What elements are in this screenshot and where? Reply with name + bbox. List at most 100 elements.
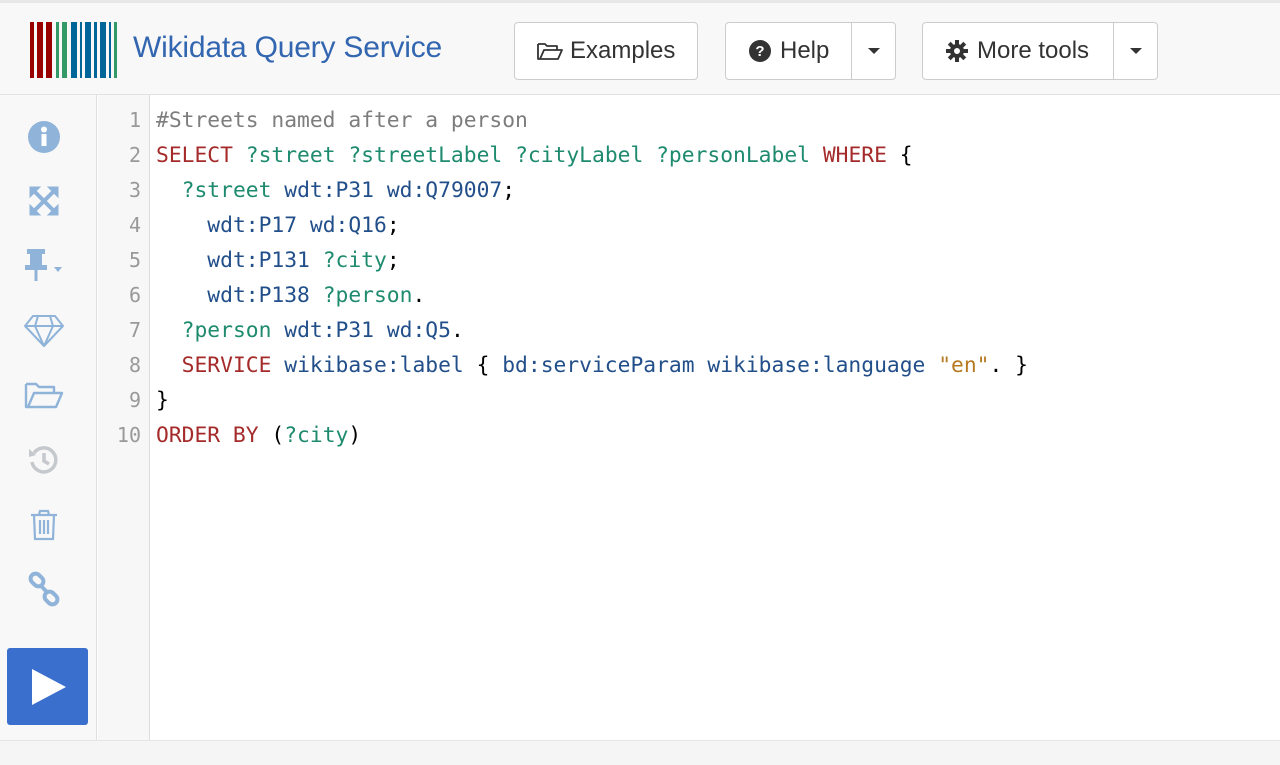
info-icon[interactable] bbox=[22, 117, 66, 157]
code-token: wd:Q79007 bbox=[386, 178, 503, 203]
code-token: ; bbox=[386, 213, 400, 238]
pin-icon[interactable] bbox=[22, 245, 66, 285]
app-title[interactable]: Wikidata Query Service bbox=[133, 31, 443, 64]
code-token: ?person bbox=[181, 318, 272, 343]
help-label: Help bbox=[780, 37, 830, 64]
help-button[interactable]: ? Help bbox=[725, 22, 852, 80]
caret-down-icon bbox=[867, 48, 880, 54]
link-icon[interactable] bbox=[22, 569, 66, 609]
code-token: wd:Q16 bbox=[309, 213, 387, 238]
line-number: 8 bbox=[128, 353, 141, 377]
code-token: . } bbox=[989, 353, 1028, 378]
code-line[interactable]: wdt:P138 ?person. bbox=[156, 278, 1028, 313]
help-dropdown-toggle[interactable] bbox=[851, 22, 896, 80]
code-token: ?city bbox=[322, 248, 387, 273]
wikidata-logo[interactable] bbox=[30, 22, 118, 78]
code-line[interactable]: wdt:P131 ?city; bbox=[156, 243, 1028, 278]
code-token: ?streetLabel bbox=[348, 143, 503, 168]
line-number: 10 bbox=[116, 423, 141, 447]
folder-open-icon bbox=[536, 40, 564, 62]
code-token bbox=[156, 353, 182, 378]
run-query-button[interactable] bbox=[7, 648, 88, 725]
folder-open-icon[interactable] bbox=[22, 375, 66, 415]
play-icon bbox=[31, 668, 66, 705]
line-number: 1 bbox=[128, 108, 141, 132]
line-number: 3 bbox=[128, 178, 141, 202]
code-token bbox=[310, 283, 323, 308]
examples-button[interactable]: Examples bbox=[514, 22, 698, 80]
code-token bbox=[336, 143, 349, 168]
code-token: SERVICE bbox=[181, 353, 272, 378]
code-token bbox=[156, 283, 207, 308]
code-token bbox=[643, 143, 656, 168]
code-token: ?street bbox=[245, 143, 336, 168]
code-token: ?city bbox=[284, 423, 349, 448]
editor-toolbar bbox=[0, 95, 97, 740]
code-token: bd:serviceParam bbox=[502, 353, 695, 378]
code-token: #Streets named after a person bbox=[156, 108, 528, 133]
code-token: ?person bbox=[322, 283, 413, 308]
code-token bbox=[310, 248, 323, 273]
line-number: 7 bbox=[128, 318, 141, 342]
code-token: wdt:P31 bbox=[284, 318, 375, 343]
examples-label: Examples bbox=[570, 37, 676, 64]
more-tools-dropdown-toggle[interactable] bbox=[1113, 22, 1158, 80]
code-line[interactable]: SERVICE wikibase:label { bd:serviceParam… bbox=[156, 348, 1028, 383]
more-tools-label: More tools bbox=[977, 37, 1090, 64]
code-token: wd:Q5 bbox=[386, 318, 451, 343]
history-icon[interactable] bbox=[22, 440, 66, 480]
top-navbar: Wikidata Query Service Examples ? Help bbox=[0, 0, 1280, 95]
code-token: ?street bbox=[181, 178, 272, 203]
line-number: 2 bbox=[128, 143, 141, 167]
code-token: wdt:P138 bbox=[207, 283, 310, 308]
expand-icon[interactable] bbox=[22, 181, 66, 221]
trash-icon[interactable] bbox=[22, 505, 66, 545]
code-token: ; bbox=[502, 178, 516, 203]
code-line[interactable]: ORDER BY (?city) bbox=[156, 418, 1028, 453]
gear-icon bbox=[945, 39, 969, 63]
code-token bbox=[695, 353, 708, 378]
code-token bbox=[233, 143, 246, 168]
code-token bbox=[156, 213, 207, 238]
code-token bbox=[271, 353, 284, 378]
line-number: 9 bbox=[128, 388, 141, 412]
code-token bbox=[271, 178, 284, 203]
query-editor[interactable]: 1 2 3 4 5 6 7 8 9 10 #Streets named after a perso… bbox=[98, 95, 1280, 740]
results-area-border bbox=[0, 740, 1280, 765]
code-token: WHERE bbox=[822, 143, 887, 168]
code-token: . bbox=[450, 318, 464, 343]
code-token: ?personLabel bbox=[656, 143, 810, 168]
code-token bbox=[156, 318, 182, 343]
line-number-gutter: 1 2 3 4 5 6 7 8 9 10 bbox=[98, 95, 150, 740]
code-token: SELECT bbox=[156, 143, 233, 168]
code-token: } bbox=[156, 388, 169, 413]
code-line[interactable]: wdt:P17 wd:Q16; bbox=[156, 208, 1028, 243]
code-token: wdt:P131 bbox=[207, 248, 310, 273]
code-line[interactable]: SELECT ?street ?streetLabel ?cityLabel ?… bbox=[156, 138, 1028, 173]
code-line[interactable]: ?street wdt:P31 wd:Q79007; bbox=[156, 173, 1028, 208]
code-token: wdt:P17 bbox=[207, 213, 298, 238]
code-token bbox=[156, 178, 182, 203]
line-number: 4 bbox=[128, 213, 141, 237]
code-line[interactable]: ?person wdt:P31 wd:Q5. bbox=[156, 313, 1028, 348]
code-token bbox=[374, 318, 387, 343]
code-token: ?cityLabel bbox=[515, 143, 644, 168]
line-number: 6 bbox=[128, 283, 141, 307]
code-token bbox=[925, 353, 938, 378]
code-token: "en" bbox=[938, 353, 990, 378]
question-circle-icon: ? bbox=[748, 39, 772, 63]
code-token: ORDER BY bbox=[156, 423, 259, 448]
more-tools-button[interactable]: More tools bbox=[922, 22, 1114, 80]
code-token: { bbox=[463, 353, 503, 378]
code-token: wikibase:label bbox=[284, 353, 464, 378]
code-token: ( bbox=[258, 423, 285, 448]
code-line[interactable]: } bbox=[156, 383, 1028, 418]
code-token: . bbox=[412, 283, 426, 308]
gem-icon[interactable] bbox=[22, 311, 66, 351]
line-number: 5 bbox=[128, 248, 141, 272]
code-token: ) bbox=[348, 423, 362, 448]
code-token bbox=[502, 143, 515, 168]
code-line[interactable]: #Streets named after a person bbox=[156, 103, 1028, 138]
code-token bbox=[271, 318, 284, 343]
